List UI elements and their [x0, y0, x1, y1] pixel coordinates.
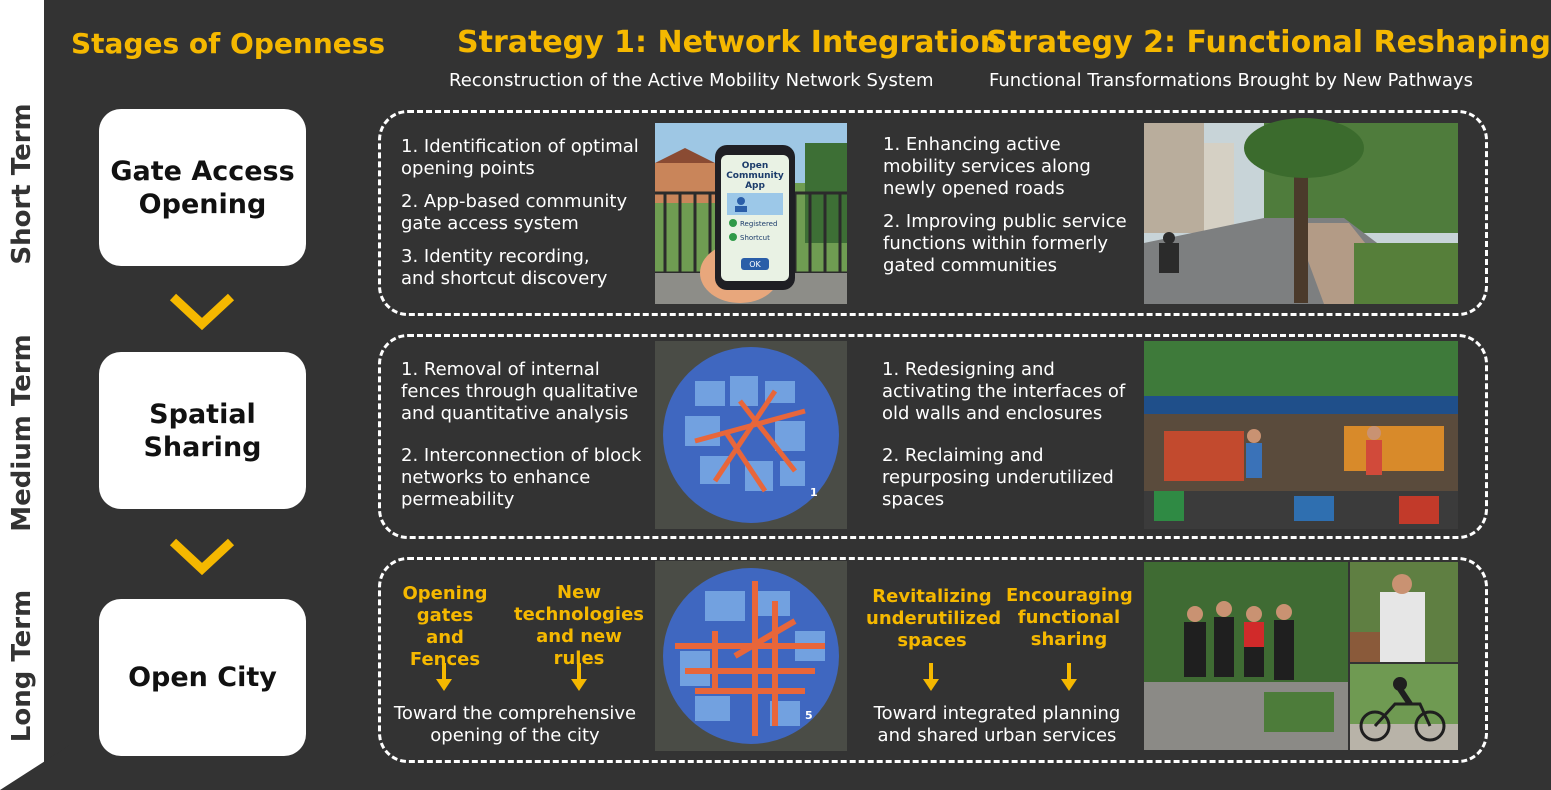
street-path-photo	[1144, 118, 1458, 304]
list-item: fences through qualitative	[401, 381, 639, 402]
app-title: Open	[742, 161, 769, 171]
outdoor-service-photo	[1350, 562, 1458, 662]
col-line: Fences	[409, 649, 481, 670]
arrow-down-icon	[571, 663, 587, 691]
street-market-photo	[1144, 341, 1458, 529]
strip-corner	[0, 745, 70, 790]
col-line: Encouraging	[1006, 585, 1133, 606]
map-number: 5	[805, 709, 813, 722]
list-item: networks to enhance	[401, 467, 591, 488]
strategy2-subtitle: Functional Transformations Brought by Ne…	[989, 70, 1473, 91]
list-item: 1. Enhancing active	[883, 134, 1061, 155]
term-label-short: Short Term	[7, 103, 37, 265]
strategy1-subtitle: Reconstruction of the Active Mobility Ne…	[449, 70, 934, 91]
app-title: App	[745, 181, 765, 191]
list-item: functions within formerly	[883, 233, 1109, 254]
col-line: sharing	[1030, 629, 1108, 650]
result-line: and shared urban services	[877, 725, 1117, 746]
app-shortcut-label: Shortcut	[740, 234, 770, 242]
block-network-map-1: 1	[655, 341, 847, 529]
stage-label: Open City	[128, 662, 277, 693]
long-network-result: Toward the comprehensive opening of the …	[390, 703, 640, 747]
result-line: Toward integrated planning	[873, 703, 1121, 724]
app-title: Community	[726, 171, 784, 181]
short-term-row	[378, 110, 1488, 316]
col-line: technologies	[514, 604, 644, 625]
list-item: gated communities	[883, 255, 1058, 276]
list-item: opening points	[401, 158, 535, 179]
list-item: mobility services along	[883, 156, 1091, 177]
list-item: repurposing underutilized	[882, 467, 1114, 488]
term-label-medium: Medium Term	[7, 334, 37, 532]
list-item: activating the interfaces of	[882, 381, 1126, 402]
stage-label: Opening	[138, 188, 267, 220]
col-line: gates and	[416, 605, 474, 648]
arrow-down-icon	[923, 663, 939, 691]
medium-term-row	[378, 334, 1488, 539]
list-item: 2. Interconnection of block	[401, 445, 642, 466]
result-line: opening of the city	[430, 725, 600, 746]
result-line: Toward the comprehensive	[393, 703, 637, 724]
app-registered-label: Registered	[740, 220, 777, 228]
list-item: 1. Redesigning and	[882, 359, 1055, 380]
list-item: 2. Improving public service	[883, 211, 1127, 232]
list-item: and quantitative analysis	[401, 403, 629, 424]
stage-open-city: Open City	[99, 599, 306, 756]
list-item: 2. App-based community	[401, 191, 628, 212]
col-line: Revitalizing	[872, 586, 992, 607]
col-line: spaces	[897, 630, 967, 651]
chevron-down-icon	[168, 292, 236, 331]
long-network-col-1: Opening gates and Fences	[399, 583, 491, 671]
col-line: Opening	[402, 583, 488, 604]
stage-label: Sharing	[143, 431, 262, 463]
stage-label: Spatial	[149, 398, 256, 430]
chevron-down-icon	[168, 537, 236, 576]
list-item: old walls and enclosures	[882, 403, 1103, 424]
cyclist-photo	[1350, 664, 1458, 750]
map-number: 1	[810, 486, 818, 499]
list-item: newly opened roads	[883, 178, 1065, 199]
list-item: and shortcut discovery	[401, 268, 608, 289]
col-line: and new rules	[536, 626, 622, 669]
list-item: 1. Identification of optimal	[401, 136, 639, 157]
col-line: New	[557, 582, 601, 603]
long-functional-col-1: Revitalizing underutilized spaces	[866, 586, 1002, 652]
strategy1-header: Strategy 1: Network Integration	[457, 25, 1002, 60]
arrow-down-icon	[436, 663, 452, 691]
list-item: spaces	[882, 489, 945, 510]
col-line: functional	[1017, 607, 1121, 628]
list-item: gate access system	[401, 213, 579, 234]
stages-header: Stages of Openness	[71, 27, 386, 60]
long-term-row	[378, 557, 1488, 763]
term-label-long: Long Term	[7, 589, 37, 743]
list-item: 2. Reclaiming and	[882, 445, 1044, 466]
app-ok-button: OK	[749, 260, 761, 269]
long-functional-col-2: Encouraging functional sharing	[1006, 585, 1133, 651]
list-item: 1. Removal of internal	[401, 359, 600, 380]
term-strip	[0, 0, 44, 790]
strategy2-header: Strategy 2: Functional Reshaping	[986, 25, 1551, 60]
col-line: underutilized	[866, 608, 1002, 629]
community-app-image: Open Community App Registered Shortcut O…	[655, 123, 847, 304]
long-network-col-2: New technologies and new rules	[508, 582, 650, 670]
list-item: permeability	[401, 489, 515, 510]
stage-label: Gate Access	[110, 155, 295, 187]
list-item: 3. Identity recording,	[401, 246, 590, 267]
long-functional-result: Toward integrated planning and shared ur…	[866, 703, 1128, 747]
runners-photo	[1144, 562, 1348, 750]
block-network-map-5: 5	[655, 561, 847, 751]
arrow-down-icon	[1061, 663, 1077, 691]
